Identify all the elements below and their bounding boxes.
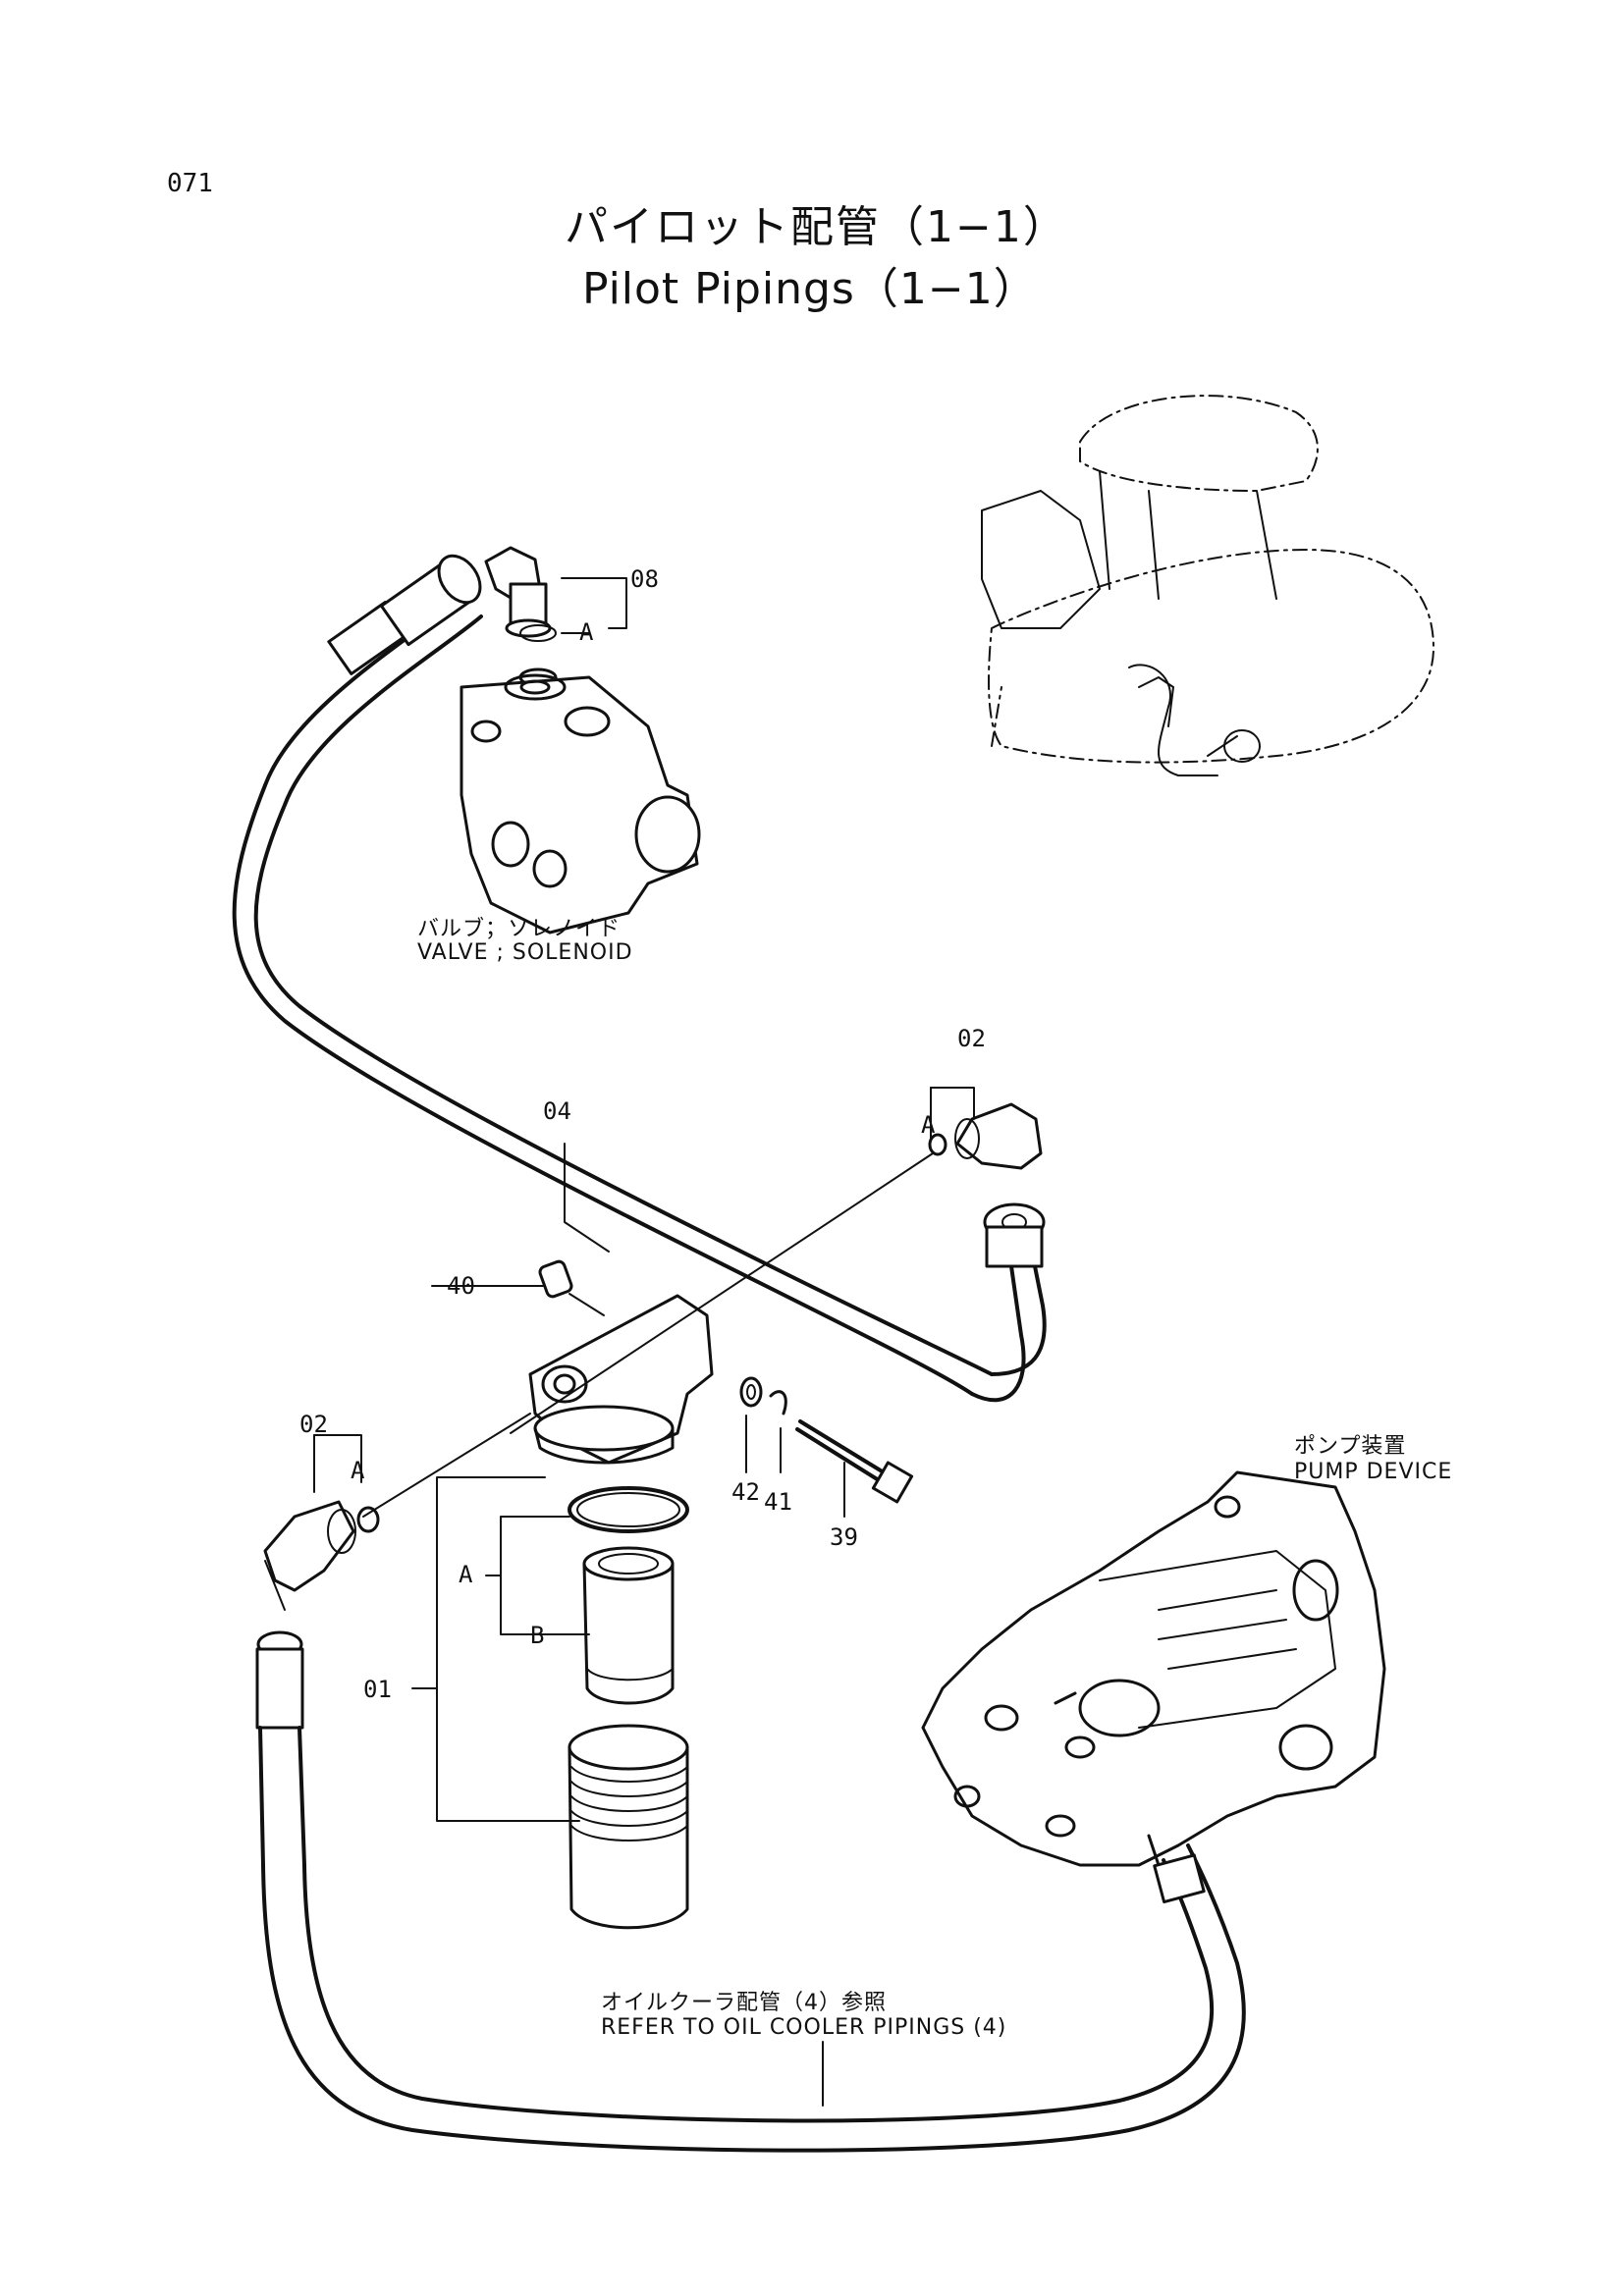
elbow-02-top bbox=[928, 1087, 1043, 1170]
callout-02-top-a: A bbox=[921, 1111, 936, 1139]
element-01 bbox=[582, 1546, 675, 1705]
solenoid-valve bbox=[460, 673, 701, 934]
callout-04: 04 bbox=[543, 1097, 571, 1125]
callout-01-b: B bbox=[530, 1622, 545, 1649]
bracket-01 bbox=[411, 1476, 590, 1822]
callout-40: 40 bbox=[447, 1272, 475, 1300]
callout-02-left: 02 bbox=[299, 1411, 328, 1438]
callout-01: 01 bbox=[363, 1676, 392, 1703]
hose-fitting-right bbox=[983, 1202, 1046, 1268]
callout-02-top: 02 bbox=[957, 1025, 986, 1052]
hose-fitting-top bbox=[327, 554, 482, 675]
callout-01-a: A bbox=[459, 1561, 473, 1588]
pump-label-jp: ポンプ装置 bbox=[1294, 1434, 1407, 1459]
valve-label-jp: バルブ；ソレノイド bbox=[417, 917, 622, 941]
callout-39: 39 bbox=[830, 1523, 858, 1551]
page-title-jp: パイロット配管（1−1） bbox=[565, 202, 1068, 252]
pump-device bbox=[921, 1470, 1386, 1904]
refer-label-jp: オイルクーラ配管（4）参照 bbox=[601, 1991, 887, 2015]
elbow-02-left bbox=[263, 1434, 380, 1611]
callout-41: 41 bbox=[764, 1488, 792, 1516]
o-ring-01 bbox=[568, 1486, 689, 1533]
hose-lower bbox=[255, 1630, 1246, 2153]
fasteners bbox=[739, 1376, 914, 1518]
callout-08-a: A bbox=[579, 618, 594, 646]
leader-04 bbox=[564, 1143, 610, 1253]
bracket-08 bbox=[561, 577, 627, 634]
cartridge-01 bbox=[568, 1724, 689, 1930]
leader-02-left bbox=[362, 1413, 531, 1518]
pump-label-en: PUMP DEVICE bbox=[1294, 1460, 1453, 1484]
leader-02-top bbox=[510, 1152, 934, 1434]
page-number: 071 bbox=[167, 169, 213, 198]
page-title-en: Pilot Pipings（1−1） bbox=[582, 264, 1038, 314]
hose-04 bbox=[232, 595, 1047, 1403]
callout-08: 08 bbox=[630, 565, 659, 593]
valve-label-en: VALVE ; SOLENOID bbox=[417, 940, 633, 965]
elbow-08 bbox=[484, 546, 558, 687]
callout-02-left-a: A bbox=[351, 1457, 365, 1484]
machine-inset bbox=[981, 395, 1434, 776]
plug-40 bbox=[431, 1259, 605, 1316]
filter-head bbox=[528, 1294, 714, 1465]
callout-42: 42 bbox=[731, 1478, 760, 1506]
refer-label-en: REFER TO OIL COOLER PIPINGS (4) bbox=[601, 2015, 1007, 2040]
